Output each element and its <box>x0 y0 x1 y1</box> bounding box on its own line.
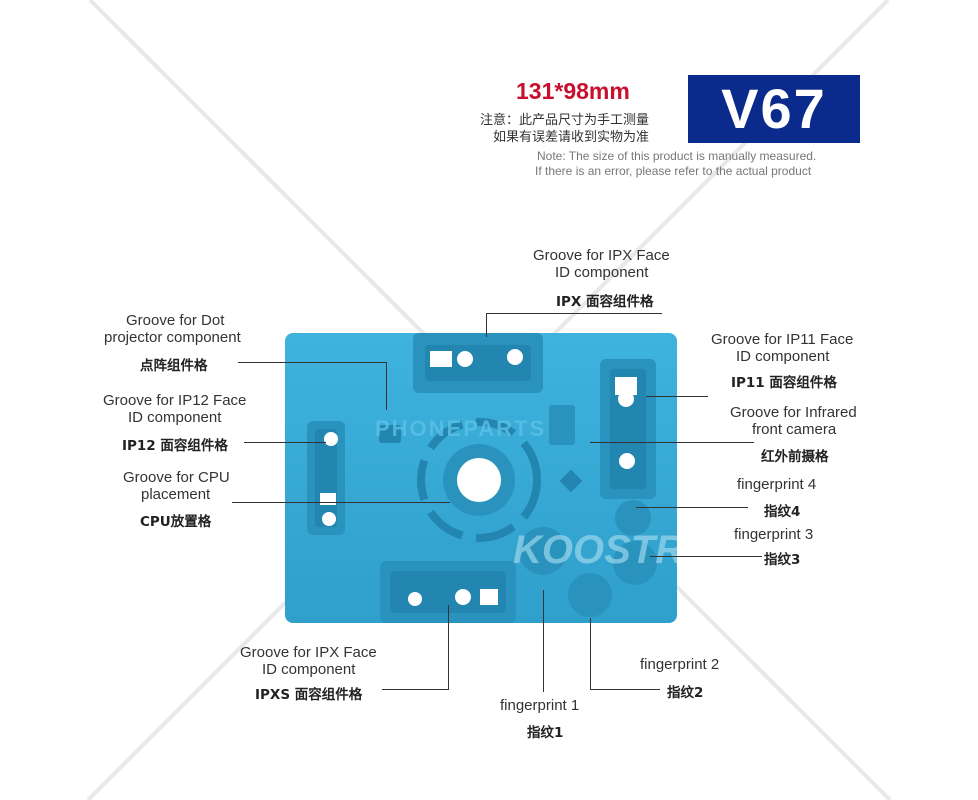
label-cpu-en-1: Groove for CPU <box>123 469 230 486</box>
label-ip11-cn: IP11 面容组件格 <box>731 375 837 391</box>
leader-ipxs-h <box>382 689 449 690</box>
label-fp3-cn: 指纹3 <box>764 552 801 568</box>
label-ip12-en-2: ID component <box>128 409 222 426</box>
label-ipx-top-en-1: Groove for IPX Face <box>533 247 670 264</box>
leader-fp1-v <box>543 590 544 692</box>
label-fp3-en: fingerprint 3 <box>734 526 814 543</box>
label-infrared-cn: 红外前摄格 <box>761 449 829 465</box>
leader-ipx-top-h <box>486 313 662 314</box>
note-cn-line-2: 如果有误差请收到实物为准 <box>493 130 650 145</box>
leader-fp3 <box>650 556 762 557</box>
leader-dot-v <box>386 362 387 410</box>
note-en-line-2: If there is an error, please refer to th… <box>535 164 812 178</box>
note-cn-line-1: 注意：此产品尺寸为手工测量 <box>480 113 650 128</box>
label-ipx-top-en-2: ID component <box>555 264 649 281</box>
label-cpu-en-2: placement <box>141 486 211 503</box>
silicone-mat: PHONEPARTS KOOSTR <box>285 333 677 623</box>
ip11-right-groove <box>600 359 656 499</box>
label-dot-cn: 点阵组件格 <box>140 358 208 374</box>
leader-ip11 <box>646 396 708 397</box>
leader-infrared <box>590 442 754 443</box>
leader-ip12 <box>244 442 326 443</box>
label-fp1-cn: 指纹1 <box>527 725 564 741</box>
leader-cpu <box>232 502 450 503</box>
dot-projector-groove <box>379 425 401 443</box>
label-fp4-en: fingerprint 4 <box>737 476 817 493</box>
label-fp2-en: fingerprint 2 <box>640 656 720 673</box>
leader-fp4 <box>636 507 748 508</box>
model-label: V67 <box>721 77 827 140</box>
leader-fp2-v <box>590 618 591 689</box>
model-badge: V67 <box>688 75 860 143</box>
ipx-top-groove <box>413 333 543 393</box>
label-ipx-top-cn: IPX 面容组件格 <box>556 294 654 310</box>
leader-ipx-top-v <box>486 313 487 337</box>
label-ip11-en-1: Groove for IP11 Face <box>711 331 854 348</box>
ip12-left-groove <box>307 421 345 535</box>
label-cpu-cn: CPU放置格 <box>140 514 212 530</box>
note-en-line-1: Note: The size of this product is manual… <box>537 149 817 163</box>
label-infrared-en-2: front camera <box>752 421 837 438</box>
infrared-groove <box>549 405 575 445</box>
size-label: 131*98mm <box>516 78 630 104</box>
label-ip12-cn: IP12 面容组件格 <box>122 438 228 454</box>
label-infrared-en-1: Groove for Infrared <box>730 404 857 421</box>
label-ip12-en-1: Groove for IP12 Face <box>103 392 247 409</box>
label-ipxs-en-2: ID component <box>262 661 356 678</box>
watermark-phoneparts: PHONEPARTS <box>375 416 546 441</box>
label-fp2-cn: 指纹2 <box>667 685 704 701</box>
ipxs-bottom-groove <box>380 561 516 623</box>
leader-ipxs-v <box>448 605 449 689</box>
label-ipxs-cn: IPXS 面容组件格 <box>255 687 363 703</box>
label-ip11-en-2: ID component <box>736 348 830 365</box>
leader-dot-h <box>238 362 386 363</box>
watermark-koostr: KOOSTR <box>513 528 677 572</box>
label-dot-en-2: projector component <box>104 329 241 346</box>
label-fp4-cn: 指纹4 <box>764 504 801 520</box>
leader-fp2-h <box>590 689 660 690</box>
label-fp1-en: fingerprint 1 <box>500 697 580 714</box>
label-dot-en-1: Groove for Dot <box>126 312 225 329</box>
fingerprint-grooves <box>519 500 657 617</box>
label-ipxs-en-1: Groove for IPX Face <box>240 644 377 661</box>
cpu-center-ring <box>417 418 541 542</box>
